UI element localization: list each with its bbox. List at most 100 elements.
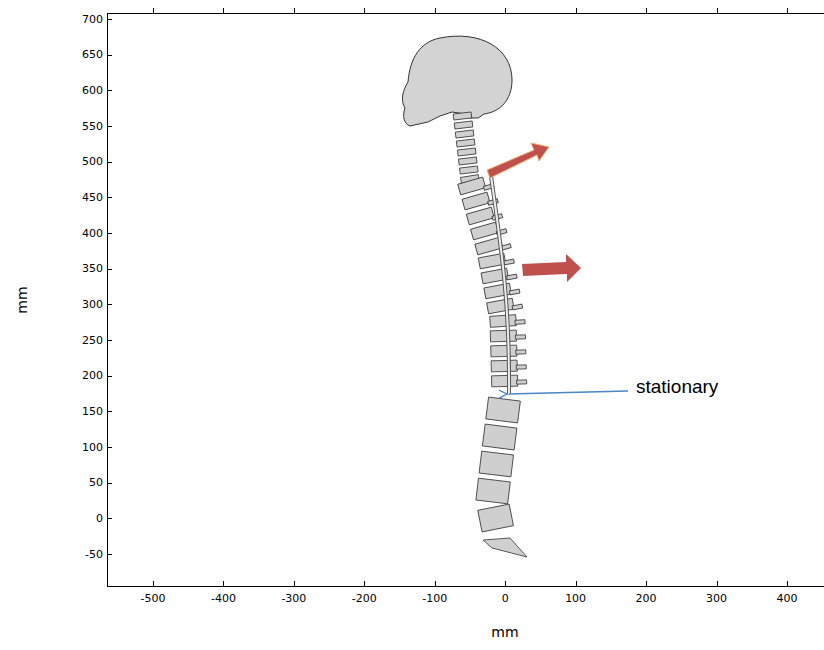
axis-tick-label: -200 bbox=[352, 593, 377, 604]
sacrum bbox=[483, 538, 527, 557]
axis-tick bbox=[107, 518, 112, 519]
vertebra bbox=[458, 177, 486, 195]
vertebra bbox=[516, 365, 526, 369]
support-rod bbox=[491, 176, 509, 394]
callout-label: stationary bbox=[636, 377, 718, 396]
axis-tick bbox=[435, 8, 436, 13]
vertebra bbox=[491, 360, 517, 372]
vertebra bbox=[509, 289, 520, 295]
axis-tick-label: 700 bbox=[82, 14, 103, 25]
axis-tick bbox=[107, 126, 112, 127]
axis-tick-label: 200 bbox=[636, 593, 657, 604]
axis-tick-label: 200 bbox=[82, 370, 103, 381]
vertebra bbox=[517, 380, 527, 384]
axis-tick bbox=[107, 304, 112, 305]
axis-tick bbox=[717, 8, 718, 13]
axis-tick-label: 50 bbox=[89, 477, 103, 488]
axis-tick bbox=[107, 162, 112, 163]
vertebra bbox=[512, 304, 523, 310]
vertebra bbox=[507, 274, 518, 280]
force-arrow bbox=[487, 143, 549, 178]
axis-tick bbox=[294, 581, 295, 586]
vertebra bbox=[487, 298, 515, 314]
axis-tick bbox=[787, 581, 788, 586]
axis-tick-label: 650 bbox=[82, 49, 103, 60]
vertebra bbox=[515, 335, 525, 339]
axis-tick-label: -50 bbox=[85, 549, 103, 560]
axis-tick bbox=[787, 8, 788, 13]
axis-tick bbox=[153, 581, 154, 586]
vertebra bbox=[466, 207, 494, 225]
vertebra bbox=[457, 148, 476, 156]
axis-tick-label: 250 bbox=[82, 335, 103, 346]
vertebra bbox=[471, 222, 499, 240]
axis-tick-label: 500 bbox=[82, 156, 103, 167]
vertebra bbox=[462, 192, 490, 210]
axis-tick bbox=[107, 340, 112, 341]
leader-line bbox=[507, 391, 628, 394]
axis-tick bbox=[107, 233, 112, 234]
vertebral-column bbox=[453, 112, 527, 557]
axis-tick bbox=[107, 269, 112, 270]
axis-tick bbox=[294, 8, 295, 13]
axis-tick bbox=[364, 581, 365, 586]
axis-tick bbox=[505, 581, 506, 586]
vertebra bbox=[491, 345, 517, 357]
vertebra bbox=[453, 112, 472, 120]
axis-tick-label: -100 bbox=[422, 593, 447, 604]
axis-tick bbox=[107, 90, 112, 91]
axis-title: mm bbox=[491, 625, 518, 639]
vertebra bbox=[515, 320, 525, 325]
plot-frame bbox=[107, 13, 824, 587]
axis-tick bbox=[505, 8, 506, 13]
vertebra bbox=[458, 157, 477, 165]
vertebra bbox=[476, 478, 510, 504]
axis-tick bbox=[153, 8, 154, 13]
axis-tick bbox=[646, 8, 647, 13]
support-rod-core bbox=[491, 176, 509, 394]
axis-tick-label: 150 bbox=[82, 406, 103, 417]
axis-tick-label: 550 bbox=[82, 121, 103, 132]
axis-tick-label: 350 bbox=[82, 263, 103, 274]
vertebra bbox=[504, 259, 515, 265]
vertebra bbox=[454, 121, 473, 129]
axis-title: mm bbox=[15, 286, 29, 313]
vertebra bbox=[516, 350, 526, 354]
axis-tick bbox=[107, 197, 112, 198]
axis-tick-label: 0 bbox=[502, 593, 509, 604]
axis-tick-label: 100 bbox=[565, 593, 586, 604]
vertebra bbox=[478, 504, 514, 532]
axis-tick-label: 300 bbox=[706, 593, 727, 604]
axis-tick-label: -400 bbox=[211, 593, 236, 604]
axis-tick bbox=[107, 19, 112, 20]
vertebra bbox=[456, 139, 475, 147]
axis-tick-label: 600 bbox=[82, 85, 103, 96]
axis-tick bbox=[576, 8, 577, 13]
axis-tick bbox=[435, 581, 436, 586]
axis-tick bbox=[107, 55, 112, 56]
axis-tick bbox=[364, 8, 365, 13]
axis-tick-label: 450 bbox=[82, 192, 103, 203]
vertebra bbox=[490, 315, 517, 328]
axis-tick bbox=[646, 581, 647, 586]
vertebra bbox=[460, 166, 479, 174]
vertebra bbox=[490, 330, 516, 342]
axis-tick-label: 300 bbox=[82, 299, 103, 310]
vertebra bbox=[482, 424, 517, 450]
axis-tick-label: 400 bbox=[82, 228, 103, 239]
skull bbox=[402, 36, 512, 126]
vertebra bbox=[491, 375, 517, 387]
axis-tick bbox=[107, 376, 112, 377]
vertebra bbox=[455, 130, 474, 138]
axis-tick bbox=[107, 411, 112, 412]
axis-tick bbox=[223, 581, 224, 586]
axis-tick-label: 100 bbox=[82, 442, 103, 453]
axis-tick bbox=[107, 483, 112, 484]
axis-tick-label: 0 bbox=[96, 513, 103, 524]
axis-tick bbox=[717, 581, 718, 586]
force-arrow bbox=[522, 254, 581, 282]
axis-tick-label: -300 bbox=[281, 593, 306, 604]
axis-tick-label: -500 bbox=[141, 593, 166, 604]
axis-tick bbox=[223, 8, 224, 13]
axis-tick bbox=[576, 581, 577, 586]
